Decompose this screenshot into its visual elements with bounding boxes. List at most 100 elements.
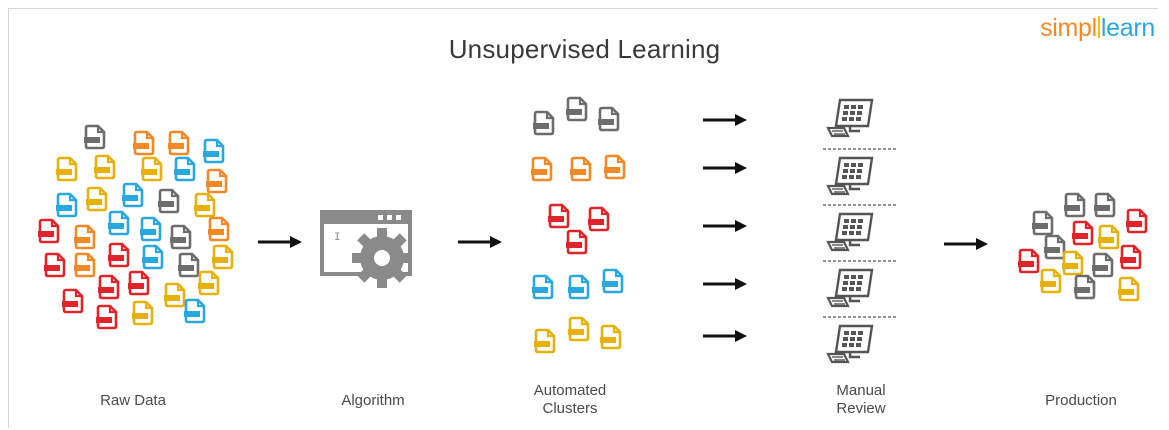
computer-icon <box>826 98 874 138</box>
label-manual-review: Manual Review <box>786 382 936 418</box>
production-cluster <box>1016 192 1148 302</box>
label-manual-review-line1: Manual <box>836 382 886 399</box>
document-icon <box>120 182 144 208</box>
label-automated-clusters-line2: Clusters <box>542 400 598 417</box>
svg-text:I: I <box>334 232 341 244</box>
document-icon <box>1030 210 1054 236</box>
document-icon <box>72 224 96 250</box>
document-icon <box>138 216 162 242</box>
document-icon <box>162 282 186 308</box>
document-icon <box>1070 220 1094 246</box>
document-icon <box>1016 248 1040 274</box>
document-icon <box>564 229 588 255</box>
document-icon <box>72 252 96 278</box>
arrow-right-icon <box>256 234 304 250</box>
document-icon <box>196 270 220 296</box>
document-icon <box>596 106 620 132</box>
document-icon <box>1062 192 1086 218</box>
arrow-right-icon <box>456 234 504 250</box>
arrow-right-icon <box>701 218 749 234</box>
document-icon <box>530 274 554 300</box>
label-automated-clusters: Automated Clusters <box>495 382 645 418</box>
label-manual-review-line2: Review <box>836 400 886 417</box>
document-icon <box>602 154 626 180</box>
document-icon <box>1096 224 1120 250</box>
document-icon <box>131 130 155 156</box>
document-icon <box>156 188 180 214</box>
document-icon <box>546 203 570 229</box>
arrow-right-icon <box>701 112 749 128</box>
document-icon <box>1038 268 1062 294</box>
document-icon <box>210 244 234 270</box>
page-title: Unsupervised Learning <box>448 34 721 64</box>
document-icon <box>82 124 106 150</box>
document-icon <box>600 268 624 294</box>
document-icon <box>531 110 555 136</box>
computer-icon <box>826 156 874 196</box>
arrow-right-icon <box>701 276 749 292</box>
document-icon <box>182 298 206 324</box>
cluster-orange <box>529 154 626 182</box>
frame-border-left <box>8 8 9 428</box>
logo-part-learn: learn <box>1100 14 1155 42</box>
computer-icon <box>826 268 874 308</box>
document-icon <box>139 156 163 182</box>
document-icon <box>54 156 78 182</box>
gear-window-icon: I <box>320 210 412 288</box>
document-icon <box>60 288 84 314</box>
document-icon <box>94 304 118 330</box>
cluster-gray <box>531 96 620 136</box>
document-icon <box>96 274 120 300</box>
document-icon <box>84 186 108 212</box>
arrow-right-icon <box>942 236 990 252</box>
cluster-red <box>546 203 610 255</box>
logo-divider <box>1097 16 1100 38</box>
raw-data-cloud <box>36 124 234 330</box>
document-icon <box>204 168 228 194</box>
logo-part-simpl: simpl <box>1040 14 1097 42</box>
document-icon <box>130 300 154 326</box>
computer-icon <box>826 212 874 252</box>
document-icon <box>54 192 78 218</box>
document-icon <box>106 210 130 236</box>
cluster-yellow <box>532 316 622 354</box>
document-icon <box>36 218 60 244</box>
document-icon <box>1072 274 1096 300</box>
cluster-blue <box>530 268 624 300</box>
document-icon <box>1092 192 1116 218</box>
document-icon <box>564 96 588 122</box>
document-icon <box>532 328 556 354</box>
document-icon <box>201 138 225 164</box>
document-icon <box>1090 252 1114 278</box>
document-icon <box>529 156 553 182</box>
document-icon <box>1116 276 1140 302</box>
document-icon <box>92 154 116 180</box>
document-icon <box>168 224 192 250</box>
computer-icon <box>826 324 874 364</box>
document-icon <box>166 130 190 156</box>
document-icon <box>568 156 592 182</box>
document-icon <box>126 270 150 296</box>
document-icon <box>1060 250 1084 276</box>
document-icon <box>1124 208 1148 234</box>
document-icon <box>566 316 590 342</box>
document-icon <box>566 274 590 300</box>
arrow-right-icon <box>701 160 749 176</box>
frame-border-top <box>8 8 1158 9</box>
label-automated-clusters-line1: Automated <box>533 382 607 399</box>
label-production: Production <box>1045 392 1117 409</box>
document-icon <box>140 244 164 270</box>
document-icon <box>1042 234 1066 260</box>
label-algorithm: Algorithm <box>341 392 405 409</box>
document-icon <box>172 156 196 182</box>
document-icon <box>42 252 66 278</box>
document-icon <box>192 192 216 218</box>
document-icon <box>106 242 130 268</box>
document-icon <box>176 252 200 278</box>
document-icon <box>206 216 230 242</box>
document-icon <box>1118 244 1142 270</box>
arrow-right-icon <box>701 328 749 344</box>
label-raw-data: Raw Data <box>100 392 166 409</box>
